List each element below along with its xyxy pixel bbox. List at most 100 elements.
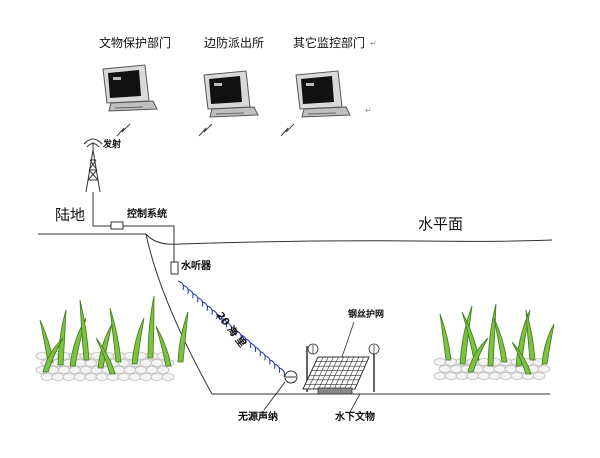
stone <box>57 366 71 374</box>
sound-wave-arc <box>240 334 247 344</box>
control-system-box <box>110 221 124 230</box>
hydrophone-box <box>170 261 179 275</box>
stone <box>134 366 148 374</box>
seagrass-blade <box>493 317 508 363</box>
mesh-line <box>307 356 324 390</box>
antenna-tower-icon <box>83 138 103 193</box>
sound-wave-arc <box>259 350 266 361</box>
signal-icon-2 <box>198 123 213 137</box>
sound-wave-arc <box>225 321 233 332</box>
seagrass-blade <box>79 299 90 361</box>
stone <box>79 366 93 374</box>
computer-icon-2 <box>203 70 259 118</box>
stone <box>438 365 452 373</box>
sound-waves <box>177 280 285 378</box>
seagrass-blade <box>177 311 189 363</box>
sound-wave-arc <box>206 305 213 315</box>
seagrass-blade <box>459 305 473 365</box>
stone <box>95 373 109 381</box>
mesh-line <box>339 356 354 390</box>
hydrophone-label: 水听器 <box>181 261 211 272</box>
sound-wave-arc <box>245 338 252 349</box>
stone <box>145 366 159 374</box>
dept-label-other-monitoring: 其它监控部门 <box>293 36 366 50</box>
seagrass-blade <box>57 309 67 366</box>
stone <box>537 365 551 373</box>
passive-sonar-label: 无源声纳 <box>238 412 278 423</box>
return-mark-1: ↵ <box>370 39 377 48</box>
seagrass-blade <box>95 337 116 375</box>
seagrass-blade <box>541 323 555 365</box>
stone <box>139 359 153 367</box>
seagrass-blade <box>439 313 452 361</box>
cable <box>92 192 179 275</box>
seabed-flora <box>35 295 555 381</box>
seagrass-blade <box>147 295 155 359</box>
stone <box>433 372 447 380</box>
computer-icon-1 <box>102 64 158 112</box>
stone <box>128 373 142 381</box>
sound-wave-arc <box>230 326 237 336</box>
underwater-relic-label: 水下文物 <box>335 412 375 423</box>
sound-wave-arc <box>269 359 276 369</box>
seagrass-blade <box>467 337 489 373</box>
stone <box>51 373 65 381</box>
water-surface-label: 水平面 <box>418 215 464 233</box>
mesh-line <box>313 356 329 390</box>
signal-marks <box>116 123 295 137</box>
stone <box>455 372 469 380</box>
control-system-label: 控制系统 <box>127 209 167 220</box>
stone <box>68 366 82 374</box>
sound-wave-arc <box>235 330 242 340</box>
sound-wave-arc <box>278 367 285 378</box>
return-mark-2: ↵ <box>365 106 372 115</box>
stone <box>482 365 496 373</box>
stone <box>161 373 175 381</box>
stone <box>510 372 524 380</box>
stone <box>84 359 98 367</box>
seagrass-blade <box>42 337 64 373</box>
sound-wave-arc <box>197 297 204 307</box>
mesh-line <box>349 356 365 390</box>
seagrass-blade <box>511 341 532 375</box>
wire-net-icon <box>302 321 380 413</box>
stone <box>499 372 513 380</box>
seagrass-blade <box>155 325 172 367</box>
sound-wave-arc <box>249 342 257 353</box>
sound-wave-arc <box>177 280 184 291</box>
sound-wave-arc <box>211 309 218 320</box>
signal-icon-3 <box>280 123 295 137</box>
stone <box>493 365 507 373</box>
computers <box>102 64 351 118</box>
mesh-line <box>318 356 334 390</box>
underwater-relic-icon <box>317 387 353 395</box>
sound-wave-arc <box>187 288 194 299</box>
passive-sonar-icon <box>263 370 298 411</box>
sound-wave-arc <box>182 284 189 295</box>
sound-wave-arc <box>201 301 208 311</box>
stone <box>433 358 447 366</box>
signal-icon-1 <box>116 123 131 137</box>
stone <box>150 373 164 381</box>
computer-icon-3 <box>295 70 351 118</box>
stone <box>73 373 87 381</box>
mesh-line <box>344 356 360 390</box>
terrain-lines <box>38 233 553 395</box>
mesh-line <box>333 356 349 390</box>
stone <box>444 372 458 380</box>
water-surface-line <box>145 233 553 245</box>
seagrass-blade <box>487 303 497 367</box>
stone <box>106 373 120 381</box>
stone <box>449 365 463 373</box>
stone <box>504 365 518 373</box>
stone <box>466 372 480 380</box>
seagrass-blade <box>131 317 145 365</box>
sound-wave-arc <box>254 346 261 357</box>
seagrass-blade <box>525 309 536 361</box>
stone <box>139 373 153 381</box>
dept-label-relic-protection: 文物保护部门 <box>99 36 172 50</box>
stone <box>488 372 502 380</box>
sound-wave-arc <box>221 317 228 328</box>
